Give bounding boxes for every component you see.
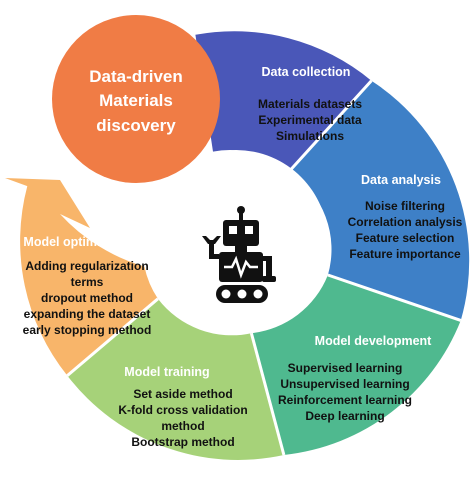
model-development-item: Reinforcement learning — [278, 393, 412, 407]
model-optimization-segment — [5, 178, 158, 376]
model-optimization-item: expanding the dataset — [24, 307, 151, 321]
model-training-item: K-fold cross validation — [118, 403, 247, 417]
model-development-segment — [251, 275, 461, 455]
model-training-item: method — [161, 419, 204, 433]
data-collection-title: Data collection — [262, 65, 351, 79]
data-collection-item: Materials datasets — [258, 97, 362, 111]
data-analysis-item: Feature importance — [349, 247, 461, 261]
model-training-item: Bootstrap method — [131, 435, 234, 449]
model-training-item: Set aside method — [133, 387, 232, 401]
model-optimization-item: early stopping method — [23, 323, 152, 337]
robot-icon — [202, 206, 276, 303]
data-collection-item: Experimental data — [258, 113, 362, 127]
title-line-3: discovery — [96, 116, 176, 135]
data-analysis-item: Noise filtering — [365, 199, 445, 213]
model-training-segment — [67, 298, 284, 460]
model-development-item: Supervised learning — [288, 361, 403, 375]
model-optimization-item: Adding regularization — [25, 259, 148, 273]
data-analysis-title: Data analysis — [361, 173, 441, 187]
model-optimization-item: terms — [71, 275, 104, 289]
data-analysis-item: Correlation analysis — [348, 215, 463, 229]
model-optimization-item: dropout method — [41, 291, 133, 305]
title-line-1: Data-driven — [89, 67, 183, 86]
model-optimization-title: Model optimization — [23, 235, 136, 249]
data-collection-item: Simulations — [276, 129, 344, 143]
model-development-item: Deep learning — [305, 409, 384, 423]
data-collection-segment — [195, 31, 372, 172]
title-line-2: Materials — [99, 91, 173, 110]
model-development-title: Model development — [315, 334, 433, 348]
segment-dividers — [66, 79, 462, 456]
data-analysis-item: Feature selection — [356, 231, 455, 245]
data-analysis-segment — [289, 80, 470, 321]
model-training-title: Model training — [124, 365, 209, 379]
model-development-item: Unsupervised learning — [280, 377, 409, 391]
title-circle — [52, 15, 220, 183]
